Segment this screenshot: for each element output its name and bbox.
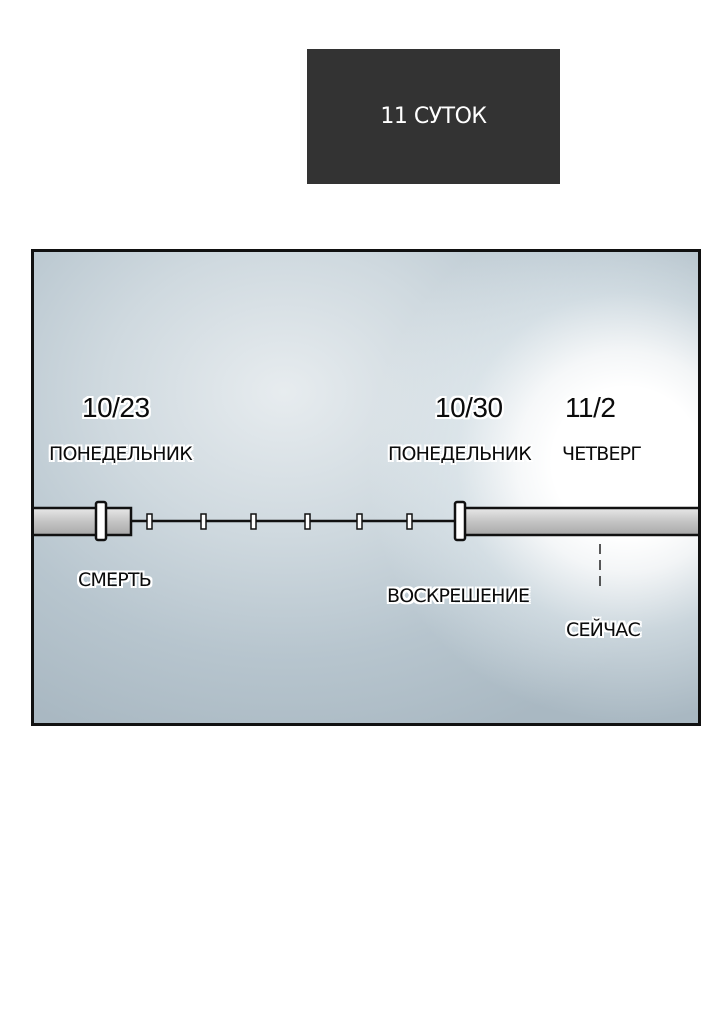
day-tick	[406, 513, 413, 530]
timeline-bar-right	[462, 506, 698, 537]
date-resurrection: 10/30	[435, 392, 503, 423]
timeline-bar-left	[34, 506, 133, 537]
day-tick	[304, 513, 311, 530]
date-now: 11/2	[565, 392, 616, 423]
marker-resurrection	[453, 500, 467, 542]
event-now: СЕЙЧАС	[566, 619, 641, 641]
weekday-now: ЧЕТВЕРГ	[562, 443, 642, 465]
caption-box: 11 СУТОК	[307, 49, 560, 184]
marker-death	[94, 500, 108, 542]
day-tick	[146, 513, 153, 530]
timeline-panel: 10/23 ПОНЕДЕЛЬНИК СМЕРТЬ 10/30 ПОНЕДЕЛЬН…	[31, 249, 701, 726]
event-resurrection: ВОСКРЕШЕНИЕ	[387, 585, 530, 607]
event-death: СМЕРТЬ	[78, 569, 152, 591]
day-tick	[200, 513, 207, 530]
timeline-graphic	[34, 500, 698, 586]
weekday-resurrection: ПОНЕДЕЛЬНИК	[388, 443, 532, 465]
day-tick	[250, 513, 257, 530]
caption-text: 11 СУТОК	[380, 104, 487, 129]
day-tick	[356, 513, 363, 530]
weekday-start: ПОНЕДЕЛЬНИК	[49, 443, 193, 465]
date-start: 10/23	[82, 392, 150, 423]
